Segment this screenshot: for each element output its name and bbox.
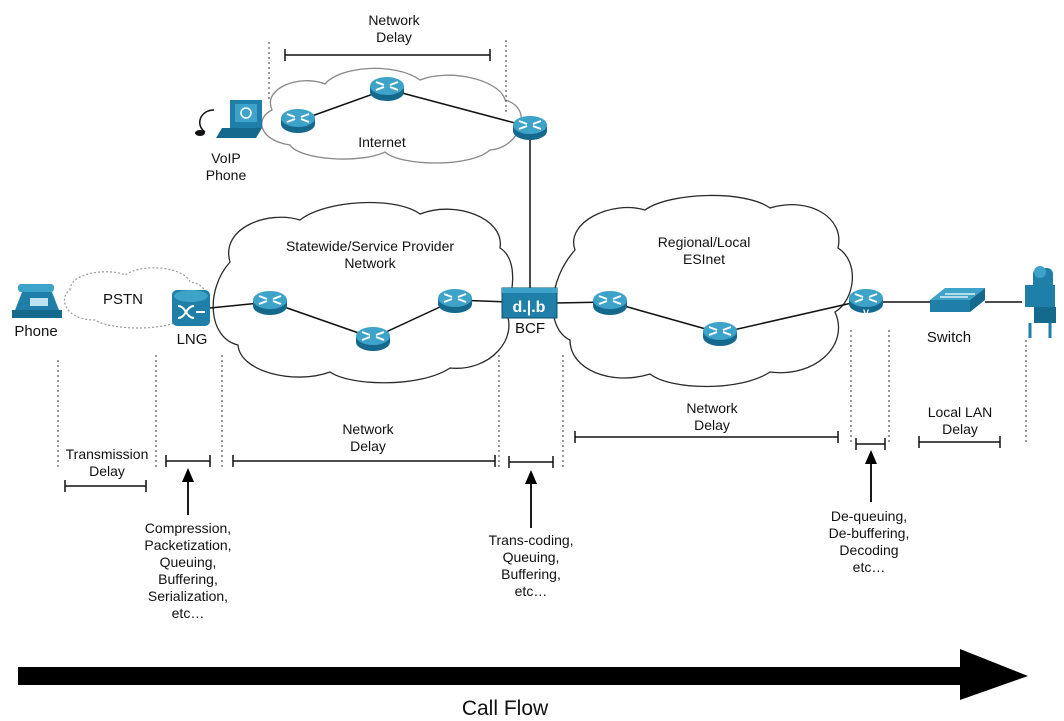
bcf-label: BCF bbox=[515, 320, 545, 337]
esinet-router-2-icon bbox=[702, 321, 738, 347]
statewide-router-3-icon bbox=[437, 288, 473, 314]
bcf-processing-label: Trans-coding, Queuing, Buffering, etc… bbox=[488, 532, 574, 599]
delay-intervals bbox=[64, 49, 1001, 492]
internet-router-2-icon bbox=[369, 76, 405, 102]
voip-laptop-icon bbox=[195, 100, 262, 138]
statewide-router-2-icon bbox=[355, 326, 391, 352]
lng-processing-label: Compression, Packetization, Queuing, Buf… bbox=[144, 520, 232, 621]
esinet-cloud bbox=[552, 194, 853, 388]
phone-icon bbox=[12, 284, 62, 318]
svg-text:d.|.b: d.|.b bbox=[513, 299, 546, 316]
internet-edge-router-icon bbox=[512, 115, 548, 141]
esinet-edge-router-icon: V bbox=[848, 288, 884, 318]
call-flow-arrow bbox=[18, 649, 1028, 700]
phone-label: Phone bbox=[14, 323, 58, 340]
endpoint-processing-label: De-queuing, De-buffering, Decoding etc… bbox=[828, 508, 910, 575]
internet-router-1-icon bbox=[280, 108, 316, 134]
bcf-firewall-icon: d.|.b bbox=[501, 287, 558, 319]
pstn-label: PSTN bbox=[102, 291, 144, 308]
lng-label: LNG bbox=[176, 331, 208, 348]
call-flow-label: Call Flow bbox=[461, 697, 549, 720]
boundary-guides bbox=[57, 40, 1027, 470]
lng-gateway-icon bbox=[172, 290, 210, 326]
switch-label: Switch bbox=[926, 329, 972, 346]
processing-arrows bbox=[182, 450, 877, 528]
call-taker-icon bbox=[1025, 266, 1056, 338]
switch-icon bbox=[930, 288, 985, 312]
svg-text:V: V bbox=[863, 308, 869, 318]
statewide-router-1-icon bbox=[252, 290, 288, 316]
internet-label: Internet bbox=[358, 134, 406, 150]
esinet-router-1-icon bbox=[592, 290, 628, 316]
